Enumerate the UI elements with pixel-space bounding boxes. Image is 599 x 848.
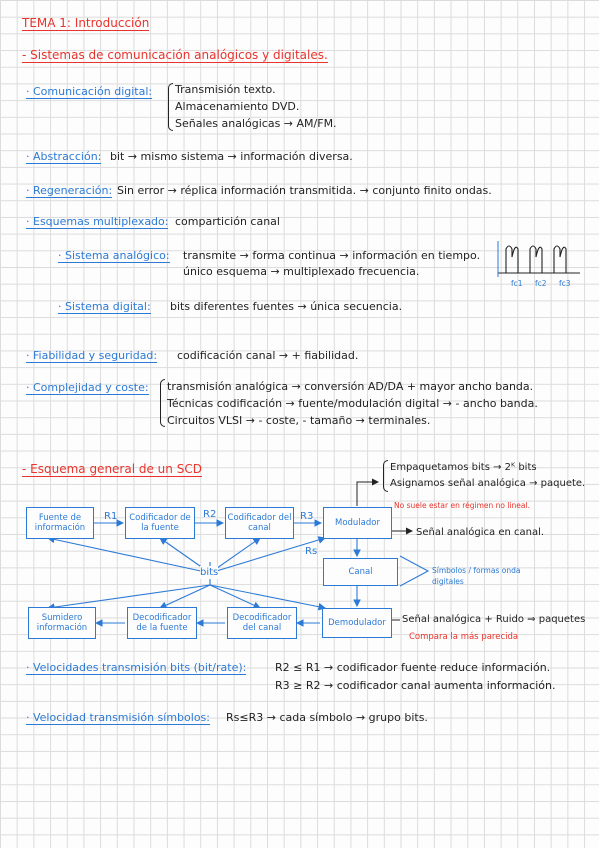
box-decodificador-canal: Decodificador del canal bbox=[227, 607, 297, 639]
fiabilidad-label: · Fiabilidad y seguridad: bbox=[26, 349, 158, 363]
freq-label: fc1 bbox=[511, 279, 523, 288]
vsimbolos-label: · Velocidad transmisión símbolos: bbox=[26, 711, 210, 725]
abstraccion-label: · Abstracción: bbox=[26, 150, 102, 164]
multiplexado-label: · Esquemas multiplexado: bbox=[26, 215, 169, 229]
rate-label: R2 bbox=[203, 509, 217, 520]
digital-item: Transmisión texto. bbox=[175, 83, 276, 96]
complejidad-item: Técnicas codificación → fuente/modulació… bbox=[167, 397, 538, 410]
complejidad-label: · Complejidad y coste: bbox=[26, 381, 149, 395]
mod-note: Empaquetamos bits → 2ᴷ bits bbox=[390, 462, 537, 473]
box-canal: Canal bbox=[323, 558, 398, 586]
fiabilidad-text: codificación canal → + fiabilidad. bbox=[177, 349, 359, 362]
digital-item: Almacenamiento DVD. bbox=[175, 100, 300, 113]
complejidad-item: transmisión analógica → conversión AD/DA… bbox=[167, 380, 534, 393]
section-heading: - Sistemas de comunicación analógicos y … bbox=[22, 48, 328, 63]
brace bbox=[383, 460, 388, 492]
box-decodificador-fuente: Decodificador de la fuente bbox=[127, 607, 197, 639]
freq-label: fc2 bbox=[535, 279, 547, 288]
box-demodulador: Demodulador bbox=[322, 608, 392, 638]
box-modulador: Modulador bbox=[323, 507, 392, 539]
analogico-label: · Sistema analógico: bbox=[58, 249, 170, 263]
canal-note: Señal analógica en canal. bbox=[416, 527, 545, 538]
symbols-note: Símbolos / formas onda digitales bbox=[432, 566, 521, 586]
demod-note: Señal analógica + Ruido ⇒ paquetes bbox=[402, 614, 586, 625]
brace bbox=[160, 379, 165, 427]
digital-item: Señales analógicas → AM/FM. bbox=[175, 117, 337, 130]
frequency-spectrum-icon bbox=[497, 241, 580, 277]
velocidades-line: R3 ≥ R2 → codificador canal aumenta info… bbox=[275, 679, 556, 692]
sdigital-text: bits diferentes fuentes → única secuenci… bbox=[170, 300, 403, 313]
box-codificador-canal: Codificador del canal bbox=[225, 507, 294, 539]
mod-warning: No suele estar en régimen no lineal. bbox=[394, 501, 530, 510]
scd-heading: - Esquema general de un SCD bbox=[22, 462, 202, 477]
regeneracion-label: · Regeneración: bbox=[26, 184, 113, 198]
analogico-line: transmite → forma continua → información… bbox=[183, 249, 481, 262]
demod-warning: Compara la más parecida bbox=[409, 632, 519, 642]
digital-label: · Comunicación digital: bbox=[26, 85, 153, 99]
brace bbox=[168, 83, 173, 131]
sdigital-label: · Sistema digital: bbox=[58, 300, 151, 314]
velocidades-label: · Velocidades transmisión bits (bit/rate… bbox=[26, 661, 247, 675]
complejidad-item: Circuitos VLSI → - coste, - tamaño → ter… bbox=[167, 414, 431, 427]
analogico-line: único esquema → multiplexado frecuencia. bbox=[183, 265, 420, 278]
abstraccion-text: bit → mismo sistema → información divers… bbox=[110, 150, 353, 163]
rate-label: Rs bbox=[305, 546, 318, 557]
box-sumidero-informacion: Sumidero información bbox=[28, 607, 96, 639]
vsimbolos-text: Rs≤R3 → cada símbolo → grupo bits. bbox=[226, 711, 428, 724]
bits-label: bits bbox=[200, 566, 219, 579]
regeneracion-text: Sin error → réplica información transmit… bbox=[117, 184, 492, 197]
rate-label: R3 bbox=[300, 511, 314, 522]
multiplexado-text: compartición canal bbox=[175, 215, 280, 228]
velocidades-line: R2 ≤ R1 → codificador fuente reduce info… bbox=[275, 661, 551, 674]
box-fuente-informacion: Fuente de información bbox=[26, 507, 94, 539]
page-title: TEMA 1: Introducción bbox=[22, 16, 150, 31]
freq-label: fc3 bbox=[559, 279, 571, 288]
mod-note: Asignamos señal analógica → paquete. bbox=[390, 478, 586, 489]
box-codificador-fuente: Codificador de la fuente bbox=[125, 507, 195, 539]
rate-label: R1 bbox=[104, 511, 118, 522]
